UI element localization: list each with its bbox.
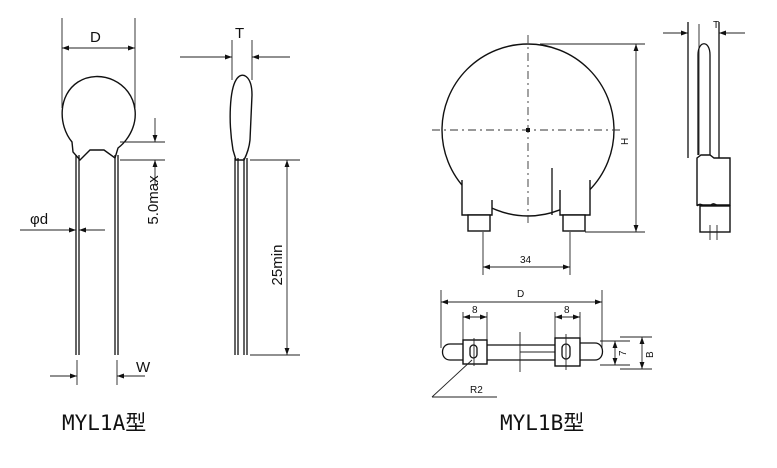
label-myl1b-8-left: 8 (472, 305, 478, 316)
title-myl1b: MYL1B型 (500, 411, 584, 435)
label-myl1b-d: D (517, 289, 524, 300)
myl1a-front-view (20, 18, 165, 385)
myl1b-front-view (432, 35, 645, 275)
label-myl1b-8-right: 8 (564, 305, 570, 316)
side-body (229, 74, 253, 161)
label-myl1b-7: 7 (618, 350, 629, 356)
myl1b-side-view (663, 22, 745, 240)
disc-body (61, 75, 136, 162)
label-myl1a-t: T (235, 25, 244, 42)
label-myl1a-d: D (90, 29, 101, 46)
myl1a-side-view (180, 40, 300, 356)
myl1b-bottom-view (431, 290, 652, 398)
label-myl1b-r2: R2 (470, 385, 483, 396)
label-myl1a-5max: 5.0max (145, 175, 162, 225)
label-myl1a-25min: 25min (269, 245, 286, 286)
label-myl1a-w: W (136, 359, 151, 376)
label-myl1a-phi-d: φd (30, 211, 48, 228)
label-myl1b-h: H (620, 138, 631, 145)
title-myl1a: MYL1A型 (62, 411, 146, 435)
label-myl1b-b: B (645, 351, 656, 358)
label-myl1b-t: T (713, 20, 719, 31)
label-myl1b-34: 34 (520, 255, 532, 266)
